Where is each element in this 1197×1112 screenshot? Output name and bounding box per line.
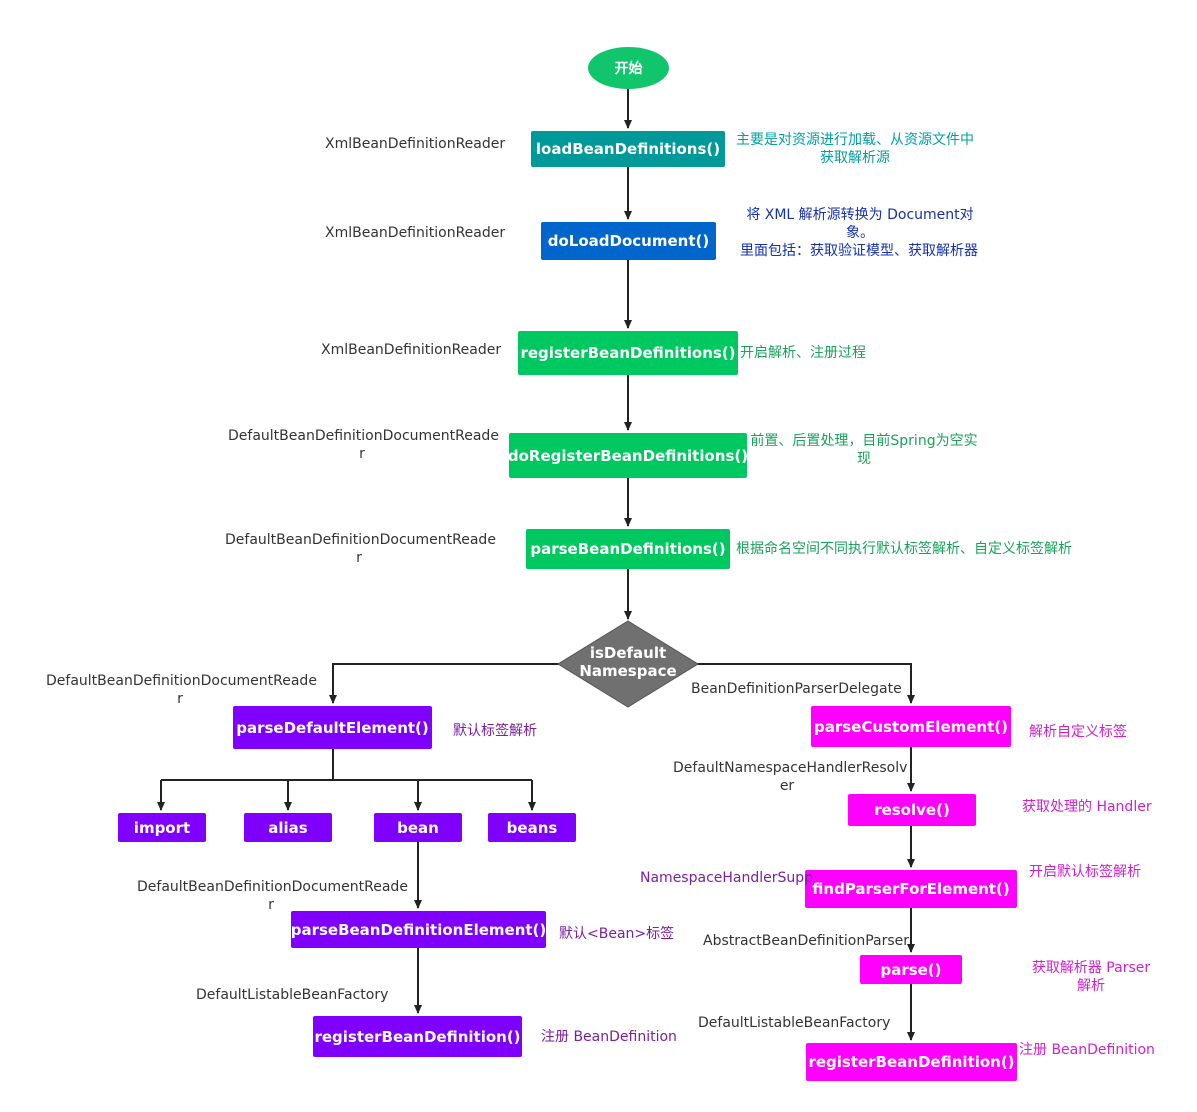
parse-custom-element-node: parseCustomElement() xyxy=(811,706,1011,747)
note-register-right: 注册 BeanDefinition xyxy=(1019,1042,1155,1058)
note-register: 开启解析、注册过程 xyxy=(740,345,866,361)
class-label-listable-factory-right: DefaultListableBeanFactory xyxy=(698,1015,891,1031)
load-bean-definitions-node: loadBeanDefinitions() xyxy=(531,131,725,167)
note-find-parser: 开启默认标签解析 xyxy=(1029,864,1141,880)
class-label-xml-reader-3: XmlBeanDefinitionReader xyxy=(321,342,502,358)
note-parse: 获取解析器 Parser 解析 xyxy=(1031,960,1151,994)
register-bean-definition-right-node: registerBeanDefinition() xyxy=(806,1043,1017,1081)
class-label-parser-delegate: BeanDefinitionParserDelegate xyxy=(691,681,902,697)
note-register-left: 注册 BeanDefinition xyxy=(541,1029,677,1045)
class-label-xml-reader-1: XmlBeanDefinitionReader xyxy=(325,136,506,152)
note-default-element: 默认标签解析 xyxy=(453,723,537,739)
is-default-namespace-label: isDefault Namespace xyxy=(560,644,696,680)
class-label-xml-reader-2: XmlBeanDefinitionReader xyxy=(325,225,506,241)
note-do-load-line2: 里面包括：获取验证模型、获取解析器 xyxy=(740,243,978,259)
is-default-namespace-line2: Namespace xyxy=(579,662,677,680)
bean-node: bean xyxy=(374,813,462,842)
beans-node: beans xyxy=(488,813,576,842)
is-default-namespace-line1: isDefault xyxy=(589,644,667,662)
edge-diamond-default xyxy=(329,663,560,704)
class-label-doc-reader-2: DefaultBeanDefinitionDocumentReade r xyxy=(225,532,496,566)
class-label-doc-reader-3: DefaultBeanDefinitionDocumentReade r xyxy=(46,673,317,707)
register-bean-definition-left-node: registerBeanDefinition() xyxy=(313,1016,522,1057)
do-register-bean-definitions-node: doRegisterBeanDefinitions() xyxy=(508,433,748,478)
class-label-doc-reader-4: DefaultBeanDefinitionDocumentReade r xyxy=(137,879,408,913)
note-bean-element: 默认<Bean>标签 xyxy=(559,926,675,942)
note-parse-defs: 根据命名空间不同执行默认标签解析、自定义标签解析 xyxy=(736,541,1072,557)
edge-diamond-custom xyxy=(696,663,915,704)
parse-bean-definition-element-node: parseBeanDefinitionElement() xyxy=(291,911,546,948)
resolve-node: resolve() xyxy=(848,794,976,826)
import-node: import xyxy=(118,813,206,842)
is-default-namespace-decision xyxy=(557,620,699,708)
alias-node: alias xyxy=(244,813,332,842)
class-label-listable-factory-left: DefaultListableBeanFactory xyxy=(196,987,389,1003)
note-resolve: 获取处理的 Handler xyxy=(1022,799,1152,815)
class-label-namespace-resolver: DefaultNamespaceHandlerResolv er xyxy=(673,760,908,794)
note-load: 主要是对资源进行加载、从资源文件中获取解析源 xyxy=(736,132,974,166)
find-parser-for-element-node: findParserForElement() xyxy=(805,870,1017,908)
do-load-document-node: doLoadDocument() xyxy=(541,222,716,260)
parse-node: parse() xyxy=(860,955,962,984)
note-do-load-line1: 将 XML 解析源转换为 Document对象。 xyxy=(746,207,974,241)
parse-default-element-node: parseDefaultElement() xyxy=(233,706,432,749)
start-node: 开始 xyxy=(588,47,669,89)
parse-bean-definitions-node: parseBeanDefinitions() xyxy=(526,529,730,569)
class-label-namespace-support: NamespaceHandlerSupp xyxy=(640,870,814,886)
note-custom-element: 解析自定义标签 xyxy=(1029,724,1127,740)
class-label-abstract-parser: AbstractBeanDefinitionParser xyxy=(703,933,910,949)
note-do-register: 前置、后置处理，目前Spring为空实现 xyxy=(750,433,978,467)
register-bean-definitions-node: registerBeanDefinitions() xyxy=(518,331,738,375)
class-label-doc-reader-1: DefaultBeanDefinitionDocumentReade r xyxy=(228,428,499,462)
